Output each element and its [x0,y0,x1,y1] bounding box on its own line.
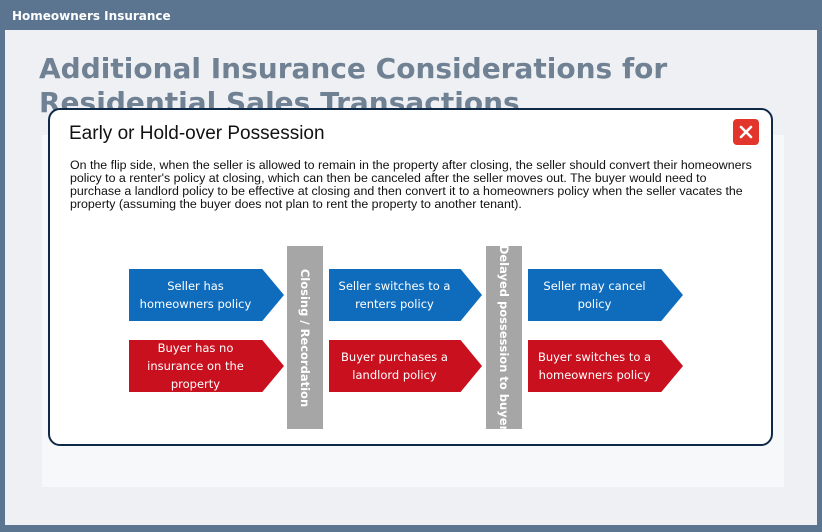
closing-divider: Closing / Recordation [287,246,323,429]
stage3-seller-arrow: Seller may cancel policy [528,269,683,321]
modal-title: Early or Hold-over Possession [69,123,325,144]
modal-body-text: On the flip side, when the seller is all… [70,158,752,211]
title-bar: Homeowners Insurance [0,0,822,30]
stage2-buyer-arrow: Buyer purchases a landlord policy [329,340,482,392]
stage2-seller-arrow: Seller switches to a renters policy [329,269,482,321]
close-button[interactable] [733,119,759,145]
modal-dialog: Early or Hold-over Possession On the fli… [48,108,773,446]
close-icon [739,125,753,139]
possession-divider-label: Delayed possession to buyer [497,244,511,431]
stage1-buyer-arrow: Buyer has no insurance on the property [129,340,284,392]
stage3-buyer-arrow: Buyer switches to a homeowners policy [528,340,683,392]
stage1-seller-arrow: Seller has homeowners policy [129,269,284,321]
possession-divider: Delayed possession to buyer [486,244,522,431]
closing-divider-label: Closing / Recordation [298,268,312,407]
window-title: Homeowners Insurance [12,9,171,23]
